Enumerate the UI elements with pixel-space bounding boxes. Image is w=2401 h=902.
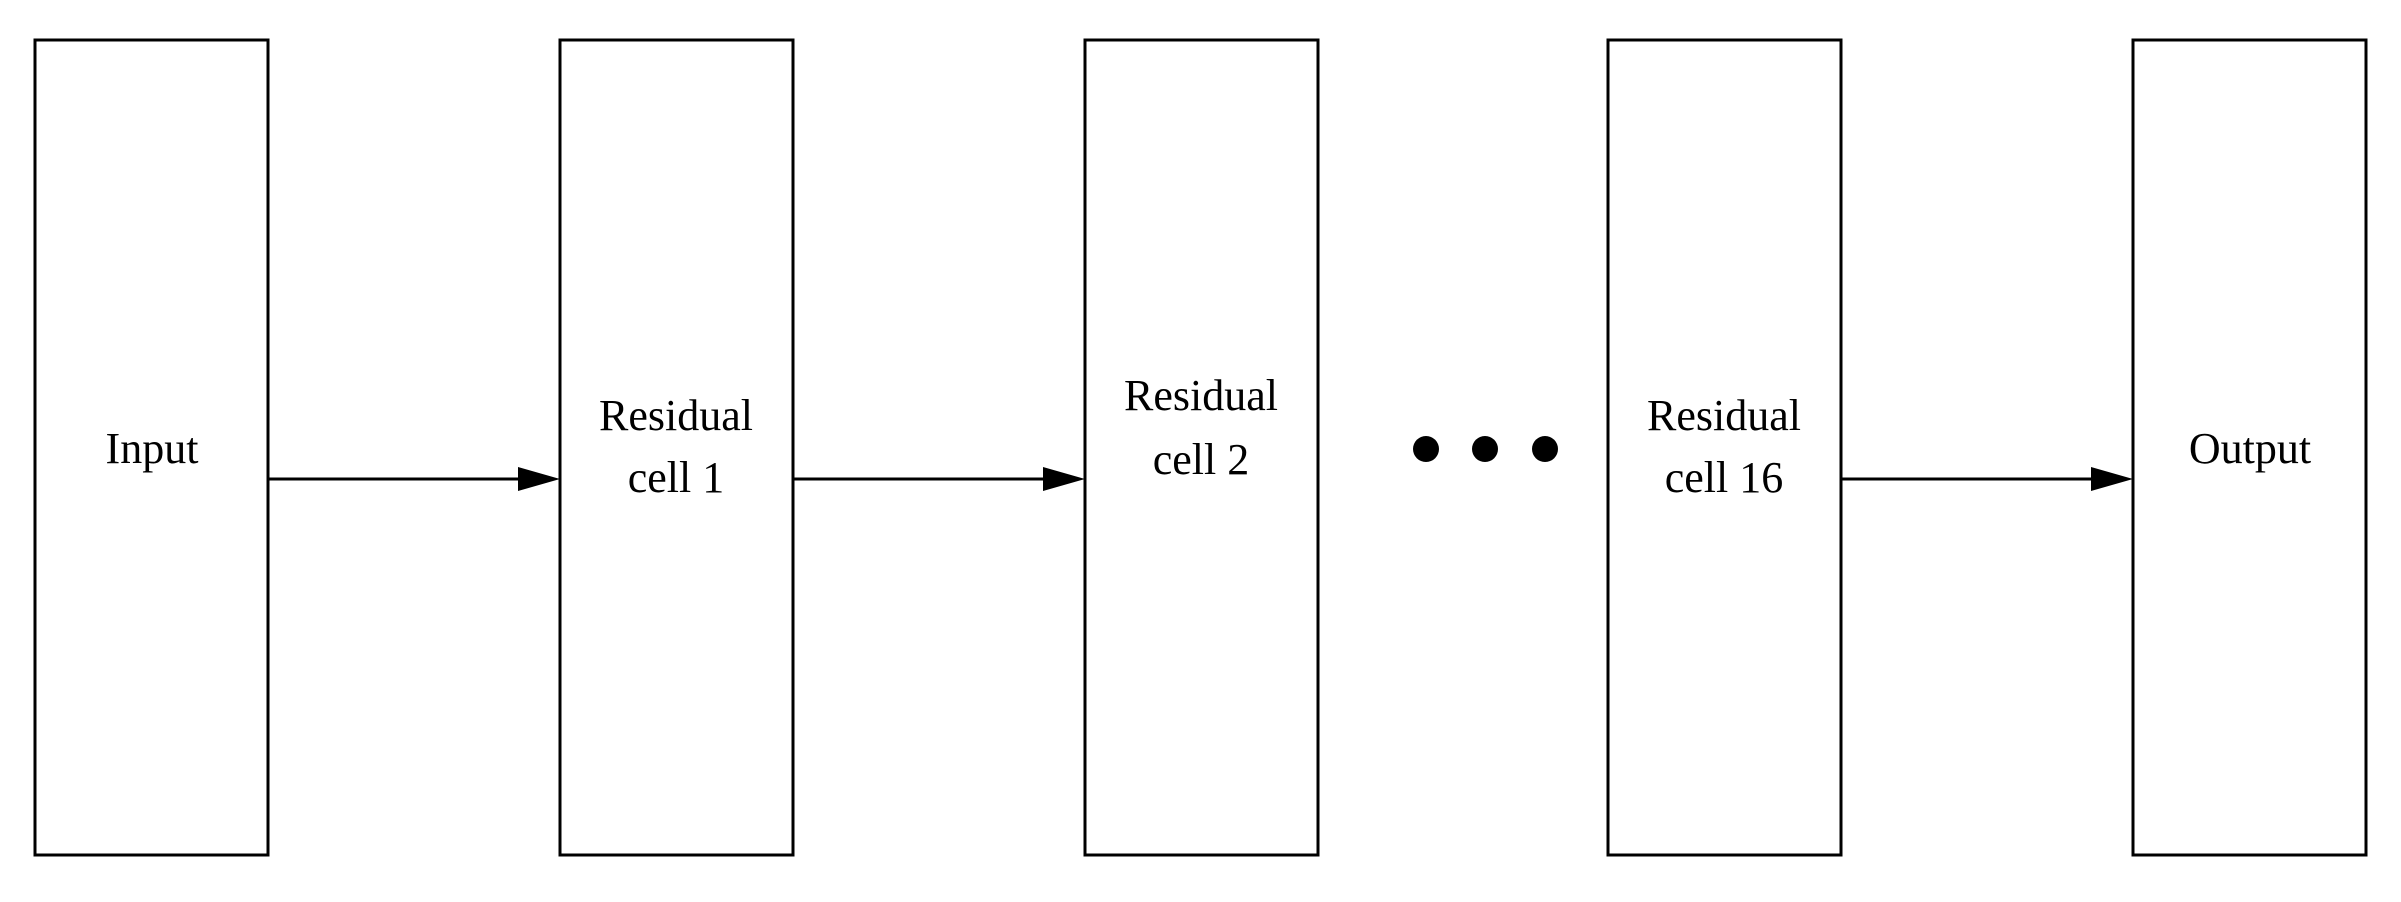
residual-cell-2-label-line1: Residual: [1124, 371, 1278, 420]
ellipsis-dots: [1413, 436, 1558, 462]
residual-cell-16-box: [1606, 38, 1843, 857]
residual-cell-1-box: [558, 38, 795, 857]
residual-cell-1-label-line1: Residual: [599, 391, 753, 440]
arrow-cell1-to-cell2: [793, 467, 1085, 491]
output-block: Output: [2131, 38, 2368, 857]
arrow-input-to-cell1: [268, 467, 560, 491]
residual-cell-1-block: Residual cell 1: [558, 38, 795, 857]
residual-cell-16-block: Residual cell 16: [1606, 38, 1843, 857]
arrow-cell16-to-output-head: [2091, 467, 2133, 491]
arrow-cell1-to-cell2-head: [1043, 467, 1085, 491]
output-label: Output: [2189, 424, 2311, 473]
residual-cell-2-box: [1083, 38, 1320, 857]
input-box: [33, 38, 270, 857]
ellipsis-dot-3: [1532, 436, 1558, 462]
residual-cell-16-label-line1: Residual: [1647, 391, 1801, 440]
residual-cell-1-label-line2: cell 1: [628, 453, 725, 502]
residual-cell-16-label-line2: cell 16: [1665, 453, 1784, 502]
residual-cell-2-block: Residual cell 2: [1083, 38, 1320, 857]
ellipsis-dot-2: [1472, 436, 1498, 462]
arrow-cell16-to-output: [1841, 467, 2133, 491]
arrow-input-to-cell1-head: [518, 467, 560, 491]
output-box: [2131, 38, 2368, 857]
input-block: Input: [33, 38, 270, 857]
input-label: Input: [106, 424, 199, 473]
ellipsis-dot-1: [1413, 436, 1439, 462]
residual-cell-2-label-line2: cell 2: [1153, 435, 1250, 484]
